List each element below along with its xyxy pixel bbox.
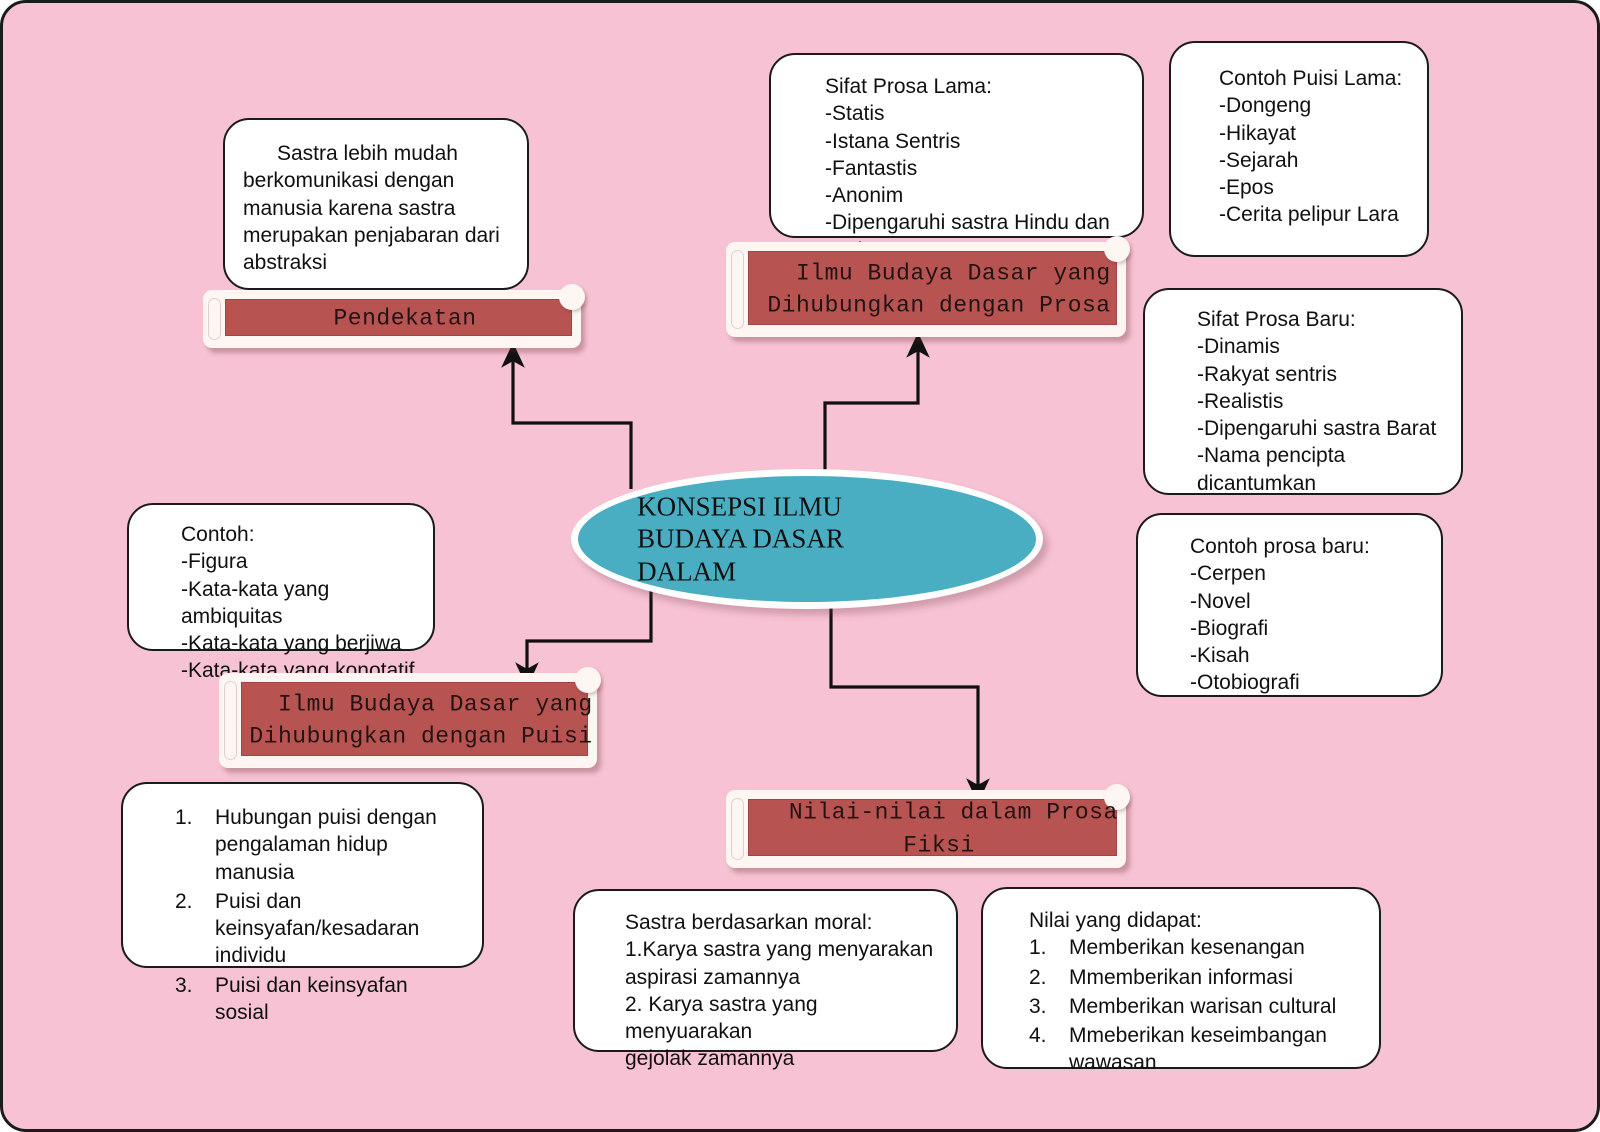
banner-fill <box>748 251 1117 325</box>
note-line: berkomunikasi dengan <box>243 169 455 193</box>
note-line: -Rakyat sentris <box>1197 362 1338 386</box>
list-item-number: 2. <box>1029 965 1047 989</box>
note-line: -Figura <box>181 550 248 574</box>
list-item: 3. Memberikan warisan cultural <box>1029 993 1361 1020</box>
banner-fill <box>241 682 588 756</box>
note-line: Contoh: <box>181 523 255 546</box>
list-item-text: Puisi dan keinsyafan sosial <box>215 973 408 1025</box>
banner-left-bar <box>731 798 744 860</box>
note-line: -Nama pencipta <box>1197 444 1346 468</box>
list-item: 1. Memberikan kesenangan <box>1029 934 1361 961</box>
list-item-text: Memberikan warisan cultural <box>1069 994 1337 1018</box>
note-line: Sifat Prosa Lama: <box>825 75 992 98</box>
numbered-list: 1. Memberikan kesenangan 2. Mmemberikan … <box>1029 934 1361 1076</box>
banner-left-bar <box>224 681 237 760</box>
note-line: -Kisah <box>1190 644 1250 668</box>
list-item: 2. Mmemberikan informasi <box>1029 964 1361 991</box>
banner-nilai-label: Nilai-nilai dalam Prosa Fiksi <box>788 799 1118 858</box>
note-line: dicantumkan <box>1197 471 1317 495</box>
list-item-number: 2. <box>175 889 193 913</box>
note-title: Nilai yang didapat: <box>1029 909 1202 932</box>
list-item: 2. Puisi dan keinsyafan/kesadaran indivi… <box>175 888 464 970</box>
note-line: -Kata-kata yang ambiquitas <box>181 577 336 628</box>
note-sastra-komunikasi: Sastra lebih mudah berkomunikasi dengan … <box>223 118 529 290</box>
list-item-text: Mmeberikan keseimbangan wawasan <box>1069 1024 1327 1075</box>
banner-pendekatan-label: Pendekatan <box>333 305 477 332</box>
note-sastra-moral: Sastra berdasarkan moral: 1.Karya sastra… <box>573 889 958 1070</box>
note-line: Sastra lebih mudah <box>277 142 458 165</box>
note-line: -Cerita pelipur Lara <box>1219 203 1399 227</box>
list-item-text: Memberikan kesenangan <box>1069 936 1305 960</box>
list-item: 3. Puisi dan keinsyafan sosial <box>175 972 464 1027</box>
list-item-text: Mmemberikan informasi <box>1069 965 1294 989</box>
note-line: -Dipengaruhi sastra Hindu dan Arab <box>825 211 1110 261</box>
note-line: 1.Karya sastra yang menyarakan <box>625 938 934 962</box>
list-item-number: 3. <box>175 973 193 997</box>
note-line: aspirasi zamannya <box>625 965 801 989</box>
note-line: 2. Karya sastra yang menyuarakan <box>625 992 824 1044</box>
note-line: -Anonim <box>825 184 904 208</box>
note-line: -Hikayat <box>1219 121 1297 145</box>
note-line: -Fantastis <box>825 156 918 180</box>
banner-prosa-label: Ilmu Budaya Dasar yang Dihubungkan denga… <box>767 259 1111 319</box>
note-line: -Dongeng <box>1219 94 1312 118</box>
banner-left-bar <box>208 298 221 340</box>
list-item: 1. Hubungan puisi dengan pengalaman hidu… <box>175 804 464 886</box>
note-line: -Istana Sentris <box>825 129 961 153</box>
note-line: Sastra berdasarkan moral: <box>625 911 873 934</box>
list-item: 4. Mmeberikan keseimbangan wawasan <box>1029 1022 1361 1077</box>
banner-nilai-prosa-fiksi[interactable]: Nilai-nilai dalam Prosa Fiksi <box>726 784 1130 868</box>
note-nilai-didapat: Nilai yang didapat: 1. Memberikan kesena… <box>981 887 1381 1074</box>
banner-pendekatan[interactable]: Pendekatan <box>203 284 585 348</box>
note-contoh-prosa-baru: Contoh prosa baru: -Cerpen -Novel -Biogr… <box>1136 513 1443 697</box>
list-item-number: 1. <box>1029 936 1047 960</box>
note-line: -Otobiografi <box>1190 671 1300 695</box>
list-item-text: Puisi dan keinsyafan/kesadaran individu <box>215 889 420 968</box>
banner-corner-peg-icon <box>1104 784 1130 810</box>
banner-corner-peg-icon <box>1104 236 1130 262</box>
list-item-number: 3. <box>1029 994 1047 1018</box>
note-line: -Sejarah <box>1219 148 1299 172</box>
note-line: -Novel <box>1190 589 1251 613</box>
central-node[interactable]: KONSEPSI ILMU BUDAYA DASAR DALAM <box>571 469 1043 609</box>
list-item-number: 1. <box>175 806 193 829</box>
note-line: Contoh Puisi Lama: <box>1219 67 1403 90</box>
banner-puisi-label: Ilmu Budaya Dasar yang Dihubungkan denga… <box>249 690 593 750</box>
connector-center-to-nilai <box>829 603 990 804</box>
note-sifat-prosa-baru: Sifat Prosa Baru: -Dinamis -Rakyat sentr… <box>1143 288 1463 495</box>
list-item-text: Hubungan puisi dengan pengalaman hidup m… <box>215 806 437 884</box>
note-line: -Epos <box>1219 176 1274 200</box>
numbered-list: 1. Hubungan puisi dengan pengalaman hidu… <box>175 804 464 1026</box>
note-line: -Biografi <box>1190 616 1269 640</box>
banner-puisi[interactable]: Ilmu Budaya Dasar yang Dihubungkan denga… <box>219 667 601 768</box>
note-line: -Kata-kata yang berjiwa <box>181 632 402 656</box>
note-line: Contoh prosa baru: <box>1190 535 1370 558</box>
note-line: gejolak zamannya <box>625 1047 795 1071</box>
note-line: -Dinamis <box>1197 335 1280 359</box>
connector-center-to-prosa <box>823 332 930 473</box>
banner-left-bar <box>731 250 744 329</box>
banner-fill <box>225 299 572 336</box>
note-contoh-pendekatan: Contoh: -Figura -Kata-kata yang ambiquit… <box>127 503 435 682</box>
note-line: Sifat Prosa Baru: <box>1197 308 1356 331</box>
note-line: merupakan penjabaran dari <box>243 223 500 247</box>
note-contoh-puisi-lama: Contoh Puisi Lama: -Dongeng -Hikayat -Se… <box>1169 41 1429 257</box>
central-node-label: KONSEPSI ILMU BUDAYA DASAR DALAM <box>637 491 844 587</box>
banner-corner-peg-icon <box>559 284 585 310</box>
list-item-number: 4. <box>1029 1024 1047 1048</box>
note-sifat-prosa-lama: Sifat Prosa Lama: -Statis -Istana Sentri… <box>769 53 1144 262</box>
note-line: -Statis <box>825 102 885 126</box>
banner-fill <box>748 799 1117 856</box>
note-hubungan-puisi: 1. Hubungan puisi dengan pengalaman hidu… <box>121 782 484 1024</box>
note-line: -Dipengaruhi sastra Barat <box>1197 417 1437 441</box>
note-line: abstraksi <box>243 251 328 275</box>
note-line: -Realistis <box>1197 389 1284 413</box>
note-line: -Cerpen <box>1190 562 1266 586</box>
banner-prosa[interactable]: Ilmu Budaya Dasar yang Dihubungkan denga… <box>726 236 1130 337</box>
note-line: manusia karena sastra <box>243 196 456 220</box>
